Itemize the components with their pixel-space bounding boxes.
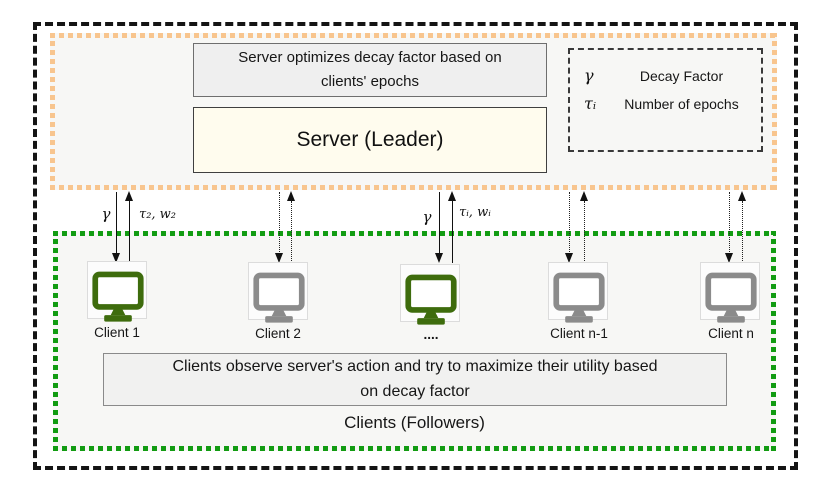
up-arrow-line xyxy=(452,201,453,263)
client-i-box xyxy=(400,264,460,325)
up-arrow-line xyxy=(291,201,292,263)
clients-note-line1: Clients observe server's action and try … xyxy=(172,358,658,375)
tau-w-label-client1: τ₂, w₂ xyxy=(139,207,177,222)
client-n1-box xyxy=(548,262,608,323)
down-arrowhead-icon xyxy=(111,253,120,263)
client-n-label: Client n xyxy=(708,326,754,341)
link-client2-arrows xyxy=(275,191,296,263)
server-note-line2: clients' epochs xyxy=(321,73,419,90)
up-arrowhead-icon xyxy=(738,191,747,201)
up-arrow-line xyxy=(742,201,743,263)
tau-w-label-client-i: τᵢ, wᵢ xyxy=(459,205,491,220)
legend-row-epochs: τᵢ Number of epochs xyxy=(584,94,751,113)
clients-observe-note: Clients observe server's action and try … xyxy=(103,353,727,406)
down-arrowhead-icon xyxy=(565,253,574,263)
client-2-label: Client 2 xyxy=(255,326,301,341)
legend-row-decay-factor: γ Decay Factor xyxy=(584,66,751,85)
client-1-box xyxy=(87,261,147,322)
server-leader-box: Server (Leader) xyxy=(193,107,547,173)
up-arrowhead-icon xyxy=(125,191,134,201)
gamma-symbol: γ xyxy=(584,66,594,85)
link-client-i-arrows xyxy=(434,191,457,263)
client-n-box xyxy=(700,262,760,323)
down-arrow-line xyxy=(279,192,280,254)
up-arrowhead-icon xyxy=(580,191,589,201)
link-client1-arrows xyxy=(111,191,134,263)
down-arrowhead-icon xyxy=(434,253,443,263)
outer-dashed-frame xyxy=(33,22,798,470)
client-n1-label: Client n-1 xyxy=(550,326,608,341)
link-client-n-arrows xyxy=(725,191,747,263)
down-arrowhead-icon xyxy=(275,253,284,263)
legend-label-epochs: Number of epochs xyxy=(624,95,739,112)
legend-label-decay-factor: Decay Factor xyxy=(639,67,724,84)
client-1-label: Client 1 xyxy=(94,325,140,340)
client-ellipsis-label: .... xyxy=(423,327,439,342)
tau-symbol: τᵢ xyxy=(584,94,597,113)
server-optimize-note: Server optimizes decay factor based on c… xyxy=(193,43,547,97)
up-arrow-line xyxy=(584,201,585,263)
gamma-label-client1: γ xyxy=(101,205,111,223)
down-arrow-line xyxy=(439,192,440,254)
down-arrow-line xyxy=(116,192,117,254)
down-arrow-line xyxy=(729,192,730,254)
up-arrowhead-icon xyxy=(448,191,457,201)
server-note-line1: Server optimizes decay factor based on xyxy=(238,49,502,66)
link-client-n1-arrows xyxy=(565,191,589,263)
up-arrow-line xyxy=(129,201,130,263)
clients-followers-caption: Clients (Followers) xyxy=(344,413,485,432)
down-arrow-line xyxy=(569,192,570,254)
down-arrowhead-icon xyxy=(725,253,734,263)
gamma-label-client-i: γ xyxy=(422,208,432,226)
up-arrowhead-icon xyxy=(287,191,296,201)
client-2-box xyxy=(248,262,308,323)
server-leader-label: Server (Leader) xyxy=(296,128,444,151)
clients-note-line2: on decay factor xyxy=(360,382,470,400)
legend-box: γ Decay Factor τᵢ Number of epochs xyxy=(568,48,763,152)
